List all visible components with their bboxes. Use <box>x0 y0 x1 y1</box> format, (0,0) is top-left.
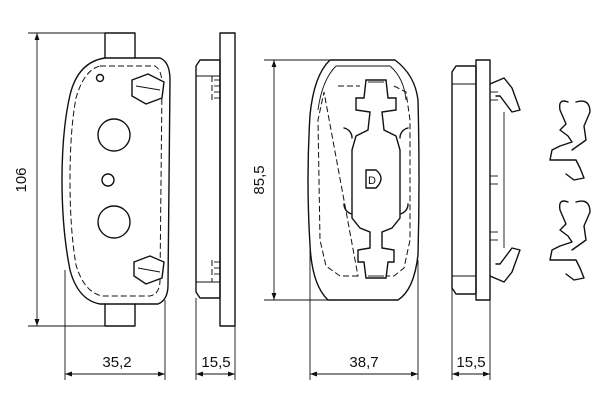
left-pad-front-view <box>61 32 171 327</box>
upper-clip-tab <box>131 73 165 105</box>
dimension-thickness-right: 15,5 <box>451 288 491 380</box>
upper-hole <box>97 118 131 152</box>
dimension-width-left: 35,2 <box>64 270 166 380</box>
dimension-label-38-7: 38,7 <box>349 354 378 371</box>
dimension-label-15-5-left: 15,5 <box>201 354 230 371</box>
lower-hole <box>97 205 131 239</box>
dimension-label-15-5-right: 15,5 <box>456 354 485 371</box>
dimension-height-right: 85,5 <box>251 59 330 301</box>
dimension-label-85-5: 85,5 <box>251 165 268 194</box>
dimension-label-35-2: 35,2 <box>102 354 131 371</box>
wire-clip-upper <box>549 100 591 181</box>
wire-clip-lower <box>549 200 591 281</box>
left-pad-side-view <box>195 32 236 327</box>
right-pad-side-view <box>451 59 521 301</box>
center-hole <box>101 173 115 187</box>
spring-clip: D <box>351 79 401 279</box>
dimension-width-right: 38,7 <box>309 250 419 380</box>
lower-clip-tab <box>133 255 165 285</box>
pad-marking-d: D <box>368 175 376 187</box>
dimension-height-left: 106 <box>13 32 105 327</box>
dimension-label-106: 106 <box>13 167 30 192</box>
dimension-thickness-left: 15,5 <box>195 298 236 380</box>
right-pad-front-view: D <box>307 59 420 301</box>
